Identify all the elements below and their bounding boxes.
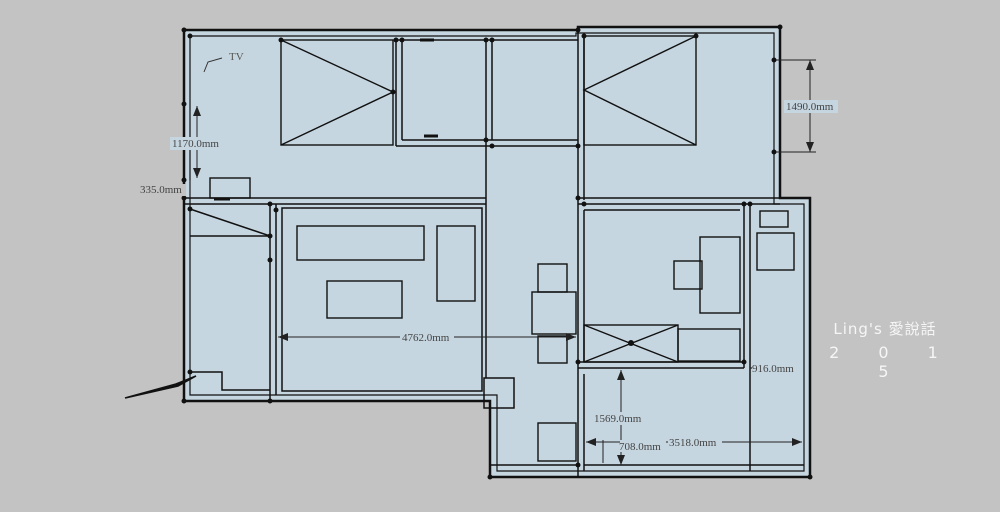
entry-box: [483, 377, 515, 409]
node: [187, 206, 193, 212]
node: [693, 33, 699, 39]
dining-table: [531, 291, 577, 335]
arrow: [278, 333, 288, 341]
dim-1170: 1170.0mm: [172, 138, 219, 150]
furniture: [209, 35, 795, 462]
tv-label: TV: [203, 51, 244, 73]
node: [575, 462, 581, 468]
node: [187, 33, 193, 39]
dim-label-bg: [752, 362, 802, 375]
arrow: [617, 455, 625, 465]
arrow: [193, 168, 201, 178]
node: [483, 37, 489, 43]
sofa: [296, 225, 425, 261]
arrow: [586, 438, 596, 446]
node: [575, 359, 581, 365]
node: [399, 37, 405, 43]
inner-wall-line: [189, 32, 805, 472]
arrow: [566, 333, 576, 341]
tv-pointer: [203, 57, 223, 73]
node: [483, 137, 489, 143]
node: [771, 57, 777, 63]
node: [187, 369, 193, 375]
node: [181, 398, 187, 404]
cabinet: [699, 236, 741, 314]
node: [771, 149, 777, 155]
armchair: [756, 232, 795, 271]
entry-arrow: [124, 375, 197, 399]
coffee-table: [326, 280, 403, 319]
node: [390, 89, 396, 95]
node: [267, 233, 273, 239]
node: [575, 143, 581, 149]
arrow: [617, 370, 625, 380]
chair: [673, 260, 703, 290]
node: [747, 201, 753, 207]
dim-916: 916.0mm: [752, 363, 794, 375]
dim-label-bg: [593, 412, 647, 425]
node: [581, 201, 587, 207]
node: [181, 177, 187, 183]
arrow: [193, 106, 201, 116]
node: [487, 474, 493, 480]
node: [278, 37, 284, 43]
dim-3518: 3518.0mm: [669, 437, 717, 449]
entry-step: [190, 371, 270, 391]
door-marks: [214, 38, 438, 201]
dimension-labels: 1490.0mm 1170.0mm 335.0mm 4762.0mm 916.0…: [138, 100, 838, 453]
node: [267, 398, 273, 404]
dim-label-bg: [620, 440, 666, 452]
arrow: [792, 438, 802, 446]
dim-label-bg: [784, 100, 838, 113]
dim-label-bg: [400, 331, 454, 344]
room-frame: [281, 207, 483, 392]
node: [393, 37, 399, 43]
node: [181, 195, 187, 201]
arrow: [806, 142, 814, 152]
node: [273, 207, 279, 213]
bed-right-mark: [582, 35, 697, 146]
node: [267, 201, 273, 207]
node: [741, 359, 747, 365]
dim-4762: 4762.0mm: [402, 332, 450, 344]
node: [489, 37, 495, 43]
node: [807, 474, 813, 480]
node: [628, 340, 634, 346]
floor-area: [184, 27, 810, 477]
dimension-arrows: [193, 60, 814, 465]
dim-label-bg: [170, 137, 224, 150]
chair: [537, 335, 568, 364]
wall-nodes: [181, 24, 813, 480]
node: [741, 201, 747, 207]
wall: [189, 208, 271, 237]
dim-1490: 1490.0mm: [786, 101, 834, 113]
node: [181, 27, 187, 33]
node: [181, 101, 187, 107]
node: [575, 27, 581, 33]
dim-335: 335.0mm: [140, 184, 182, 196]
node: [575, 195, 581, 201]
dim-label-bg: [668, 436, 722, 449]
node: [489, 143, 495, 149]
desk: [583, 324, 679, 363]
arrow: [806, 60, 814, 70]
side-cabinet: [436, 225, 476, 302]
tv-text: TV: [229, 51, 244, 63]
stool: [759, 210, 789, 228]
chair: [537, 422, 577, 462]
node: [777, 24, 783, 30]
dim-708: 708.0mm: [619, 441, 661, 453]
dim-label-bg: [138, 184, 186, 196]
node: [267, 257, 273, 263]
dim-1569: 1569.0mm: [594, 413, 642, 425]
node: [581, 33, 587, 39]
